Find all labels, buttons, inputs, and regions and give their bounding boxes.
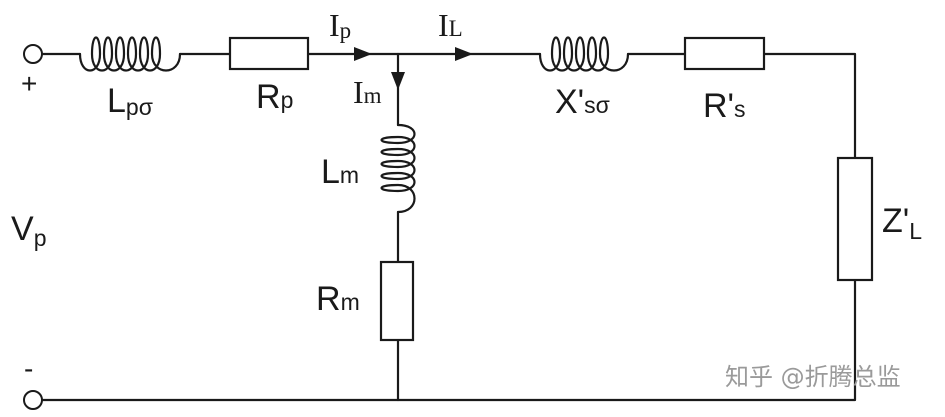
primary-resistance-label: Rp — [256, 78, 293, 116]
primary-leakage-inductor — [78, 36, 182, 72]
positive-sign: + — [21, 68, 37, 99]
magnetizing-inductor — [380, 123, 416, 214]
wire-zl-return — [41, 278, 857, 402]
terminal-positive — [23, 44, 43, 64]
primary-current-arrow — [354, 47, 372, 61]
primary-inductance-label: Lpσ — [107, 82, 153, 120]
wire-rs-zl — [762, 52, 857, 160]
load-current-arrow — [455, 47, 473, 61]
magnetizing-inductance-label: Lm — [321, 153, 359, 191]
load-current-label: IL — [438, 7, 463, 43]
load-impedance-label: Z'L — [882, 202, 922, 244]
magnetizing-resistance-label: Rm — [316, 280, 360, 318]
secondary-leakage-inductor — [538, 36, 630, 72]
wires — [41, 52, 857, 402]
secondary-reactance-label: X'sσ — [555, 83, 610, 121]
magnetizing-current-label: Im — [353, 74, 382, 110]
primary-current-label: Ip — [329, 7, 351, 43]
negative-sign: - — [24, 353, 33, 384]
terminal-negative — [23, 390, 43, 410]
source-voltage-label: Vp — [11, 210, 46, 251]
secondary-resistor — [683, 36, 766, 71]
primary-resistor — [228, 36, 310, 71]
secondary-resistance-label: R's — [703, 87, 746, 125]
watermark-text: 知乎 @折腾总监 — [725, 363, 901, 391]
magnetizing-current-arrow — [391, 72, 405, 90]
load-impedance — [836, 156, 874, 282]
magnetizing-resistor — [379, 260, 415, 342]
